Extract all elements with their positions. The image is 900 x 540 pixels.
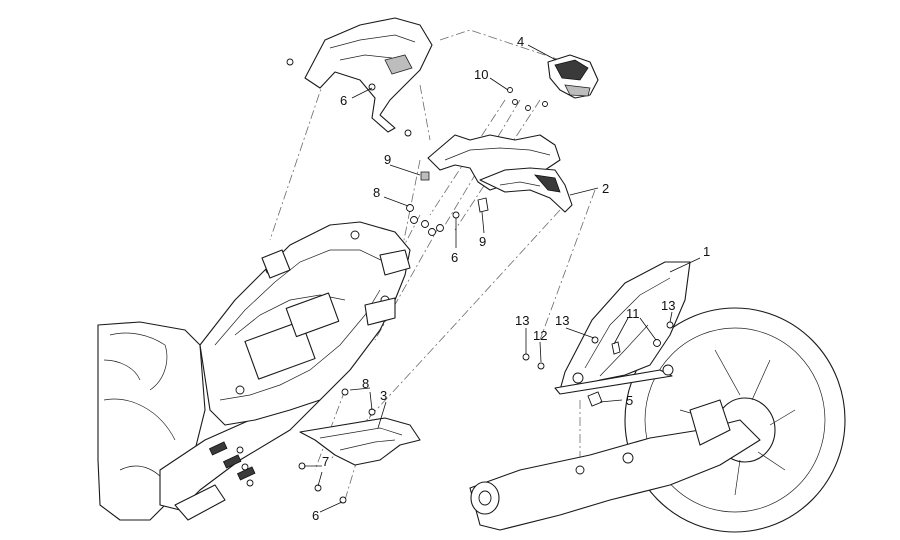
callout-9-top: 9 bbox=[384, 152, 391, 167]
callout-8-bottom: 8 bbox=[362, 376, 369, 391]
callout-9-right: 9 bbox=[479, 234, 486, 249]
callout-6-middle: 6 bbox=[451, 250, 458, 265]
hugger-part bbox=[554, 261, 691, 395]
screw-set-10 bbox=[507, 87, 548, 111]
pad-9 bbox=[420, 171, 430, 181]
tail-cover bbox=[286, 17, 433, 137]
callout-6-top: 6 bbox=[340, 93, 347, 108]
callout-4: 4 bbox=[517, 34, 524, 49]
tail-light-part bbox=[547, 54, 599, 99]
callout-5: 5 bbox=[626, 393, 633, 408]
callout-3: 3 bbox=[380, 388, 387, 403]
rear-mudguard-part bbox=[427, 134, 573, 219]
loose-fasteners bbox=[522, 321, 674, 407]
license-bracket-part bbox=[298, 417, 421, 504]
callout-12: 12 bbox=[533, 328, 547, 343]
callout-13-right: 13 bbox=[661, 298, 675, 313]
callout-13-middle: 13 bbox=[555, 313, 569, 328]
rear-wheel-assembly bbox=[469, 307, 846, 533]
rear-subframe bbox=[199, 221, 411, 487]
callout-11: 11 bbox=[626, 306, 640, 321]
callout-6-bottom: 6 bbox=[312, 508, 319, 523]
callout-8-top: 8 bbox=[373, 185, 380, 200]
callout-13-left: 13 bbox=[515, 313, 529, 328]
callout-7: 7 bbox=[322, 454, 329, 469]
leader-lines bbox=[304, 44, 701, 513]
callout-1: 1 bbox=[703, 244, 710, 259]
callout-2: 2 bbox=[602, 181, 609, 196]
callout-10: 10 bbox=[474, 67, 488, 82]
callout-labels: 1 2 3 4 5 6 6 6 7 8 8 9 9 10 11 12 13 13… bbox=[312, 34, 710, 523]
clip-set-8 bbox=[341, 204, 444, 416]
